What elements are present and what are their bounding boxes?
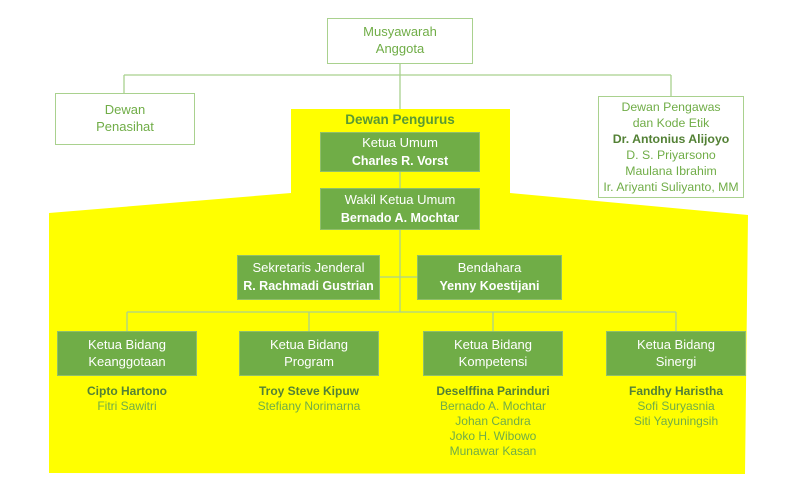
role-label: Ketua Bidang bbox=[87, 337, 167, 353]
node-label-line: Anggota bbox=[375, 41, 425, 56]
role-label: Ketua Umum bbox=[362, 134, 438, 150]
role-label: Wakil Ketua Umum bbox=[344, 191, 456, 207]
division-head-name: Troy Steve Kipuw bbox=[258, 384, 360, 398]
role-label: Ketua Bidang bbox=[269, 337, 349, 353]
supervisory-lead-name: Dr. Antonius Alijoyo bbox=[612, 132, 730, 146]
division-member-name: Sofi Suryasnia bbox=[637, 399, 715, 413]
node-label-line: Penasihat bbox=[96, 119, 154, 134]
division-head-name: Deselffina Parinduri bbox=[436, 384, 550, 398]
division-members-kompetensi: Deselffina Parinduri Bernado A. Mochtar … bbox=[403, 384, 583, 459]
role-label: Ketua Bidang bbox=[453, 337, 533, 353]
node-musyawarah-anggota: Musyawarah Anggota bbox=[327, 18, 473, 64]
division-head-name: Cipto Hartono bbox=[87, 384, 167, 398]
person-name: R. Rachmadi Gustrian bbox=[243, 279, 374, 294]
supervisory-member-name: Maulana Ibrahim bbox=[625, 164, 717, 178]
division-member-name: Munawar Kasan bbox=[449, 444, 537, 458]
role-label: Keanggotaan bbox=[88, 353, 166, 369]
division-member-name: Bernado A. Mochtar bbox=[439, 399, 547, 413]
division-head-name: Fandhy Haristha bbox=[628, 384, 724, 398]
role-label: Sinergi bbox=[655, 353, 697, 369]
division-members-keanggotaan: Cipto Hartono Fitri Sawitri bbox=[37, 384, 217, 414]
division-member-name: Johan Candra bbox=[455, 414, 531, 428]
node-wakil-ketua-umum: Wakil Ketua Umum Bernado A. Mochtar bbox=[320, 188, 480, 230]
board-section-title: Dewan Pengurus bbox=[345, 112, 455, 127]
role-label: Ketua Bidang bbox=[636, 337, 716, 353]
supervisory-member-name: D. S. Priyarsono bbox=[626, 148, 716, 162]
node-label-line: Musyawarah bbox=[363, 24, 437, 40]
node-bendahara: Bendahara Yenny Koestijani bbox=[417, 255, 562, 300]
node-label-line: dan Kode Etik bbox=[632, 116, 710, 130]
node-dewan-penasihat: Dewan Penasihat bbox=[55, 93, 195, 145]
node-label-line: Dewan bbox=[104, 102, 146, 118]
supervisory-member-name: Ir. Ariyanti Suliyanto, MM bbox=[603, 180, 739, 194]
connector-lines bbox=[123, 64, 677, 331]
role-label: Bendahara bbox=[457, 260, 522, 276]
node-ketua-bidang-program: Ketua Bidang Program bbox=[239, 331, 379, 376]
board-highlight-area bbox=[49, 109, 748, 474]
node-ketua-bidang-keanggotaan: Ketua Bidang Keanggotaan bbox=[57, 331, 197, 376]
node-ketua-bidang-sinergi: Ketua Bidang Sinergi bbox=[606, 331, 746, 376]
role-label: Sekretaris Jenderal bbox=[252, 260, 365, 276]
division-member-name: Fitri Sawitri bbox=[97, 399, 157, 413]
person-name: Yenny Koestijani bbox=[439, 279, 540, 294]
role-label: Kompetensi bbox=[458, 353, 528, 369]
person-name: Charles R. Vorst bbox=[351, 153, 449, 168]
node-ketua-bidang-kompetensi: Ketua Bidang Kompetensi bbox=[423, 331, 563, 376]
division-member-name: Stefiany Norimarna bbox=[257, 399, 361, 413]
person-name: Bernado A. Mochtar bbox=[340, 210, 460, 225]
division-member-name: Siti Yayuningsih bbox=[633, 414, 719, 428]
division-member-name: Joko H. Wibowo bbox=[449, 429, 537, 443]
node-label-line: Dewan Pengawas bbox=[621, 100, 721, 114]
division-members-program: Troy Steve Kipuw Stefiany Norimarna bbox=[219, 384, 399, 414]
division-members-sinergi: Fandhy Haristha Sofi Suryasnia Siti Yayu… bbox=[586, 384, 766, 429]
node-ketua-umum: Ketua Umum Charles R. Vorst bbox=[320, 132, 480, 172]
node-sekretaris-jenderal: Sekretaris Jenderal R. Rachmadi Gustrian bbox=[237, 255, 380, 300]
role-label: Program bbox=[284, 353, 334, 369]
node-dewan-pengawas: Dewan Pengawas dan Kode Etik Dr. Antoniu… bbox=[598, 96, 744, 198]
